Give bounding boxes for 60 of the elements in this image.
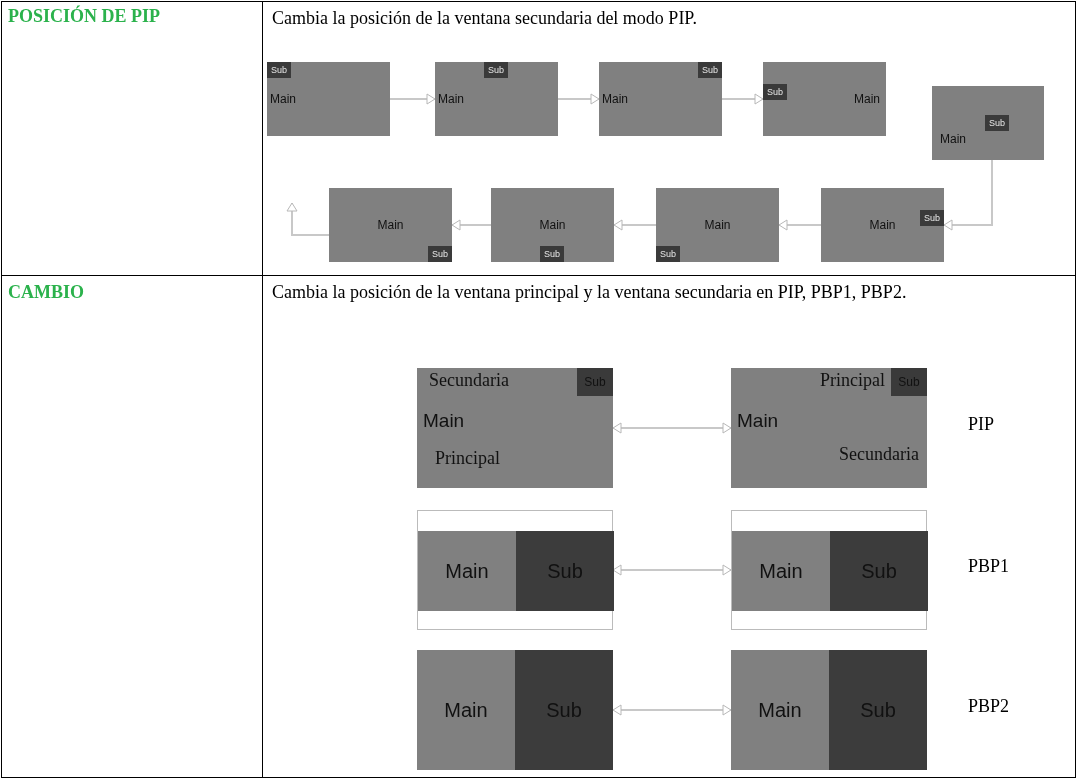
row-label: PBP1 — [968, 556, 1010, 578]
row-label: PBP2 — [968, 696, 1010, 718]
window-label: Main — [868, 218, 897, 232]
main-window: Main — [417, 650, 515, 770]
sub-window: Sub — [540, 246, 564, 262]
window-label: Main — [423, 410, 465, 432]
display-screen — [417, 650, 613, 770]
window-label: Main — [602, 92, 628, 106]
sub-window: Sub — [428, 246, 452, 262]
arrow — [612, 704, 732, 716]
main-window: Main — [732, 531, 830, 611]
sub-window: Sub — [698, 62, 722, 78]
arrow — [721, 93, 764, 105]
arrow — [943, 159, 993, 231]
window-label: Main — [940, 132, 966, 146]
main-window: Main — [418, 531, 516, 611]
arrow — [613, 219, 657, 231]
display-screen — [329, 188, 452, 262]
display-screen — [435, 62, 558, 136]
window-label: Principal — [820, 370, 885, 391]
sub-window: Sub — [267, 62, 291, 78]
display-screen — [491, 188, 614, 262]
arrow — [557, 93, 600, 105]
display-screen — [731, 510, 927, 630]
cell-text: Cambia la posición de la ventana secundaria del modo PIP. — [272, 8, 697, 30]
display-screen — [599, 62, 722, 136]
window-label: Main — [703, 218, 732, 232]
window-label: Main — [376, 218, 405, 232]
sub-window: Sub — [484, 62, 508, 78]
window-label: Secundaria — [429, 370, 509, 391]
display-screen — [417, 368, 613, 488]
sub-window: Sub — [763, 84, 787, 100]
window-label: Secundaria — [839, 444, 919, 465]
sub-window: Sub — [985, 115, 1009, 131]
row-label: PIP — [968, 414, 994, 436]
cell-heading: POSICIÓN DE PIP — [8, 6, 160, 28]
window-label: Main — [854, 92, 880, 106]
display-screen — [731, 368, 927, 488]
arrow — [612, 422, 732, 434]
sub-window: Sub — [920, 210, 944, 226]
display-screen — [267, 62, 390, 136]
display-screen — [763, 62, 886, 136]
display-screen — [656, 188, 779, 262]
arrow — [451, 219, 492, 231]
cell-heading: CAMBIO — [8, 282, 84, 304]
sub-window: Sub — [656, 246, 680, 262]
arrow — [286, 202, 330, 236]
display-screen — [932, 86, 1044, 160]
window-label: Principal — [435, 448, 500, 469]
display-screen — [417, 510, 613, 630]
window-label: Main — [737, 410, 779, 432]
window-label: Main — [270, 92, 296, 106]
arrow — [778, 219, 822, 231]
window-label: Main — [538, 218, 567, 232]
display-screen — [731, 650, 927, 770]
arrow — [389, 93, 436, 105]
main-window: Main — [731, 650, 829, 770]
display-screen — [821, 188, 944, 262]
window-label: Main — [438, 92, 464, 106]
cell-text: Cambia la posición de la ventana principal y la ventana secundaria en PIP, PBP1, PBP2. — [272, 282, 907, 304]
